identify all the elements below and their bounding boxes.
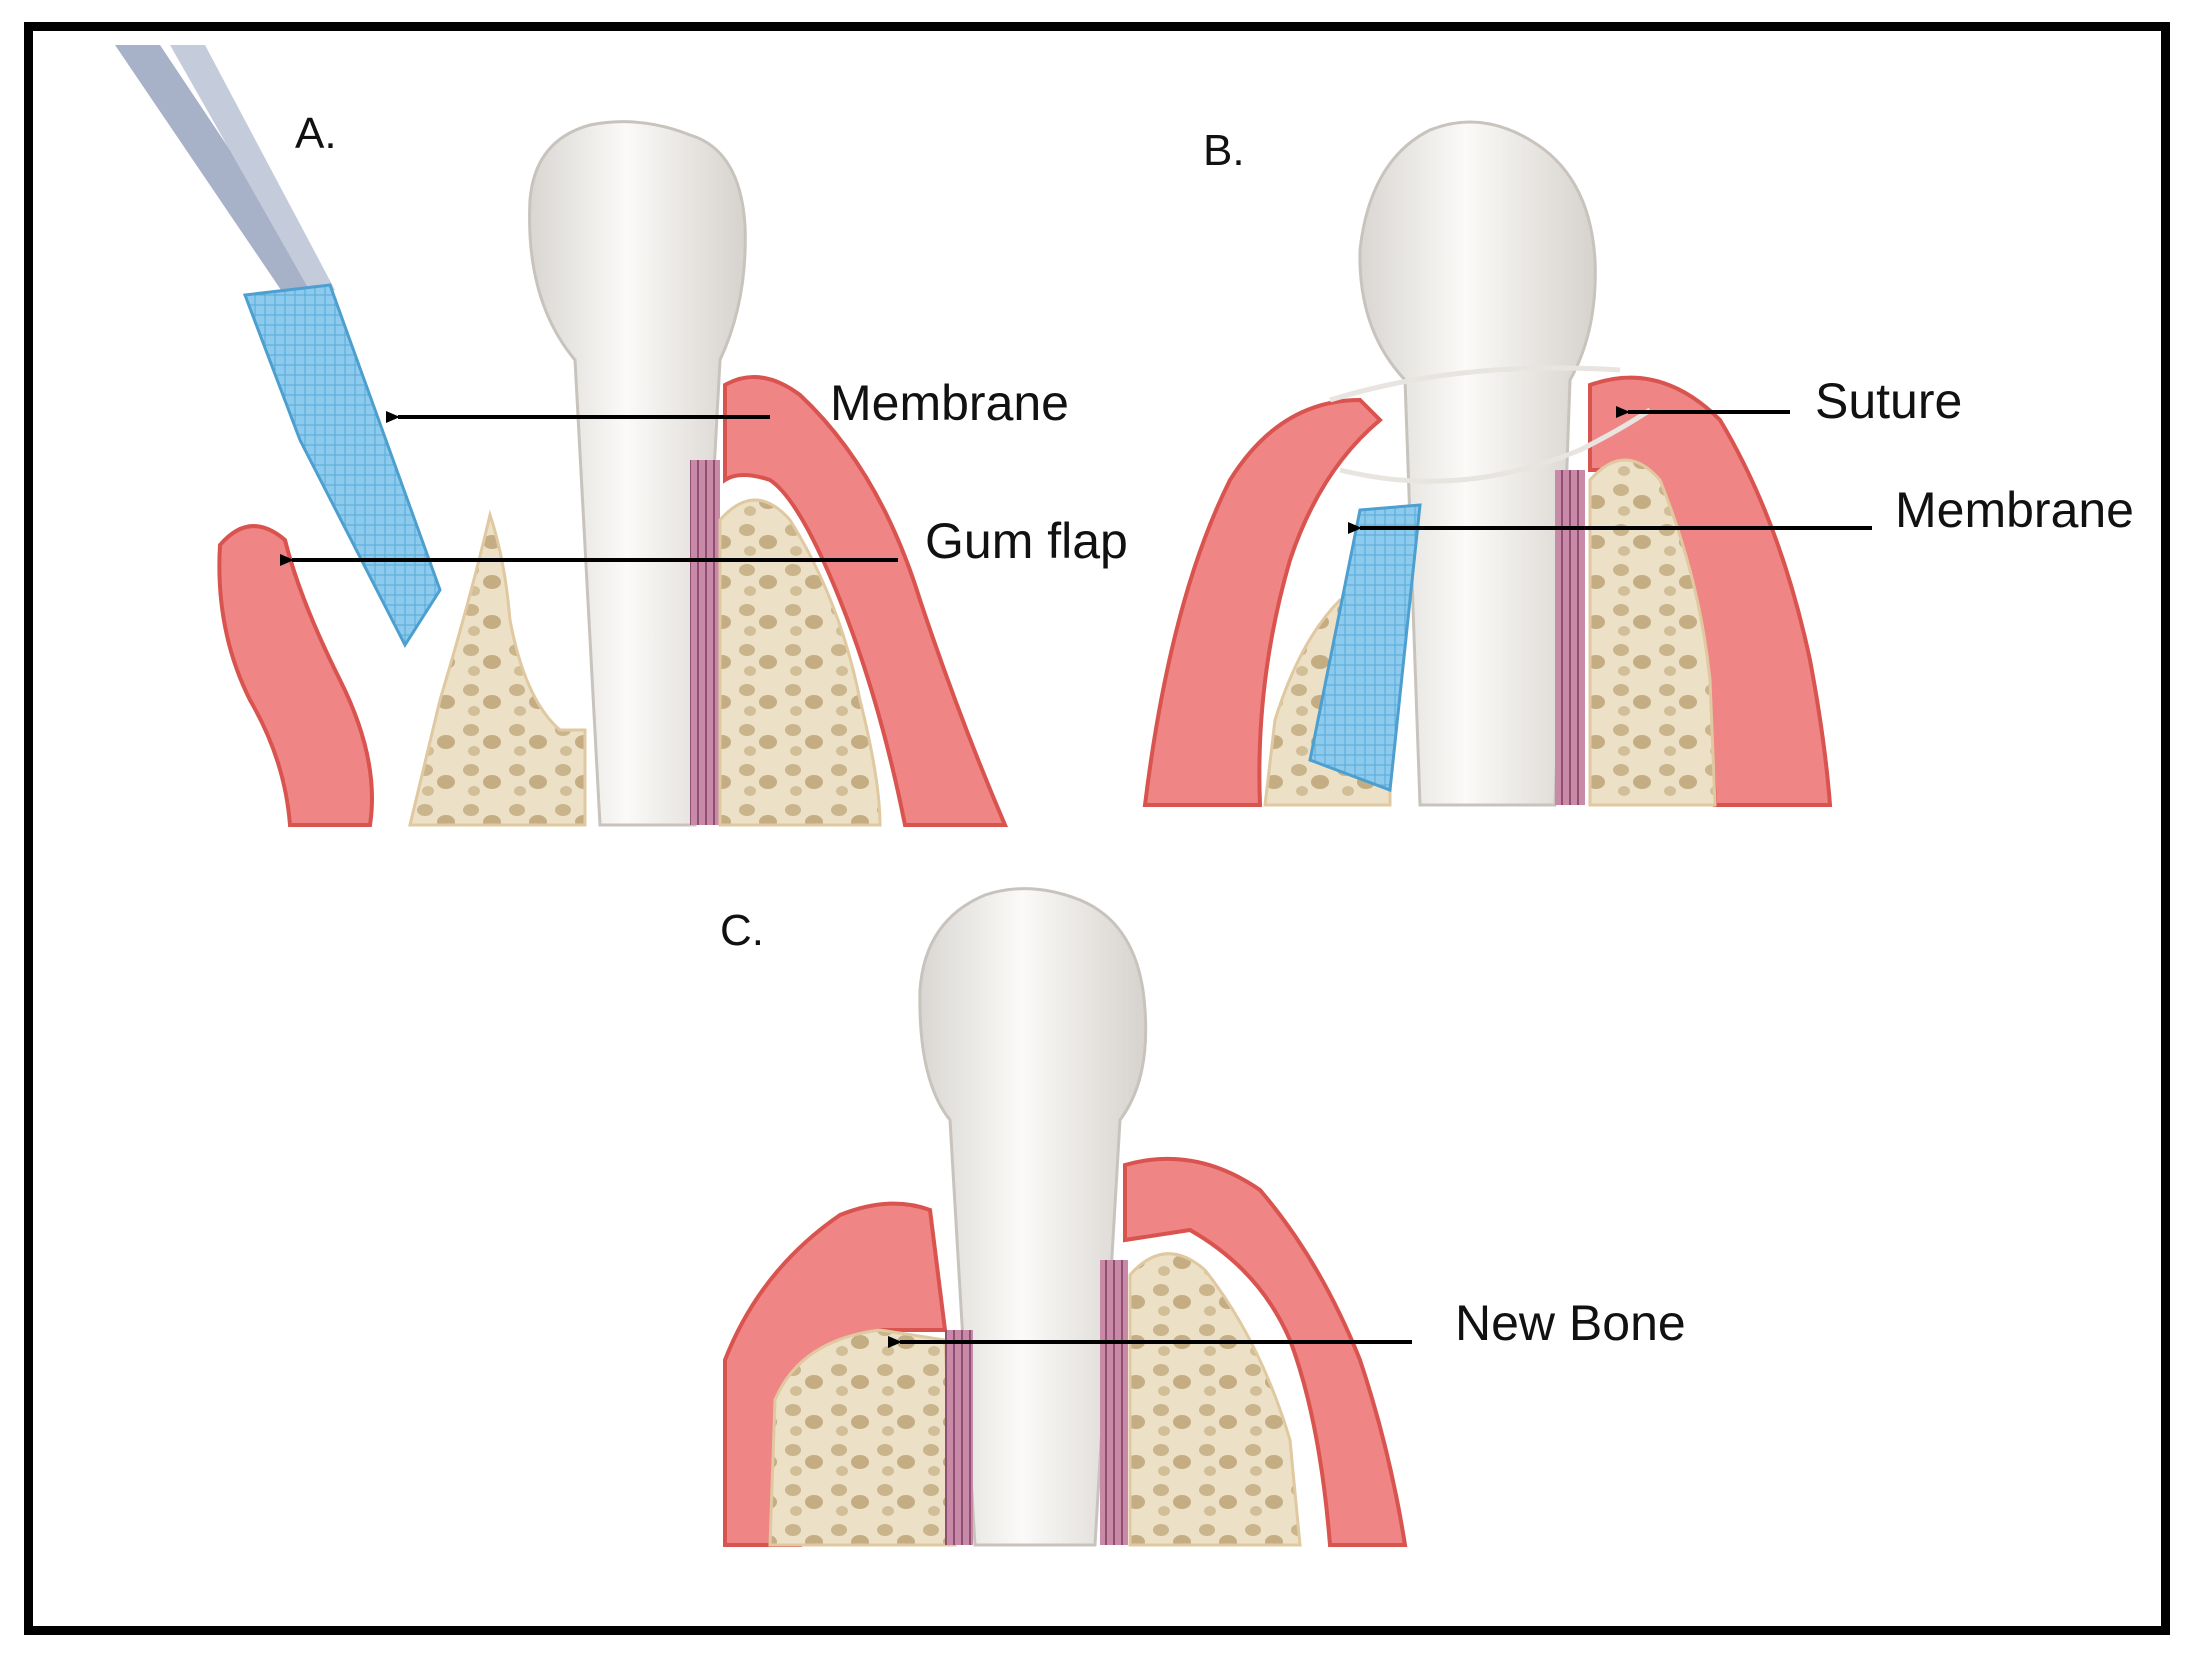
panel-a [115,45,1009,827]
bone-illustration-b-right [1588,458,1717,807]
callout-label-a-membrane: Membrane [830,375,1069,431]
ligament-illustration-a [690,460,720,825]
panel-label-c: C. [720,906,764,955]
forceps-illustration [115,45,335,318]
tooth-illustration-c [918,887,1148,1547]
bone-illustration-a-left [408,509,587,827]
tooth-illustration-b [1358,120,1597,807]
callout-label-c-new-bone: New Bone [1455,1295,1686,1351]
ligament-illustration-b [1555,470,1585,805]
callout-label-b-suture: Suture [1815,373,1962,429]
new-bone-illustration [768,1328,957,1547]
panel-label-b: B. [1203,126,1245,175]
bone-illustration-c-right [1128,1252,1302,1547]
callout-label-a-gum-flap: Gum flap [925,513,1128,569]
gum-flap-illustration [217,524,374,827]
ligament-illustration-c-right [1100,1260,1128,1545]
panel-b [1142,120,1833,807]
panel-c [723,887,1408,1547]
suture-illustration [1329,365,1652,484]
callout-arrows [280,406,1872,1348]
callout-label-b-membrane: Membrane [1895,482,2134,538]
membrane-illustration-a [242,283,442,649]
gum-illustration-a-right [723,375,1009,827]
panel-label-a: A. [295,109,337,158]
gum-illustration-c-right [1123,1156,1408,1547]
membrane-illustration-b [1308,503,1422,793]
bone-illustration-a-right [718,498,882,827]
gum-illustration-b-left [1142,397,1383,807]
ligament-illustration-c-left [945,1330,973,1545]
